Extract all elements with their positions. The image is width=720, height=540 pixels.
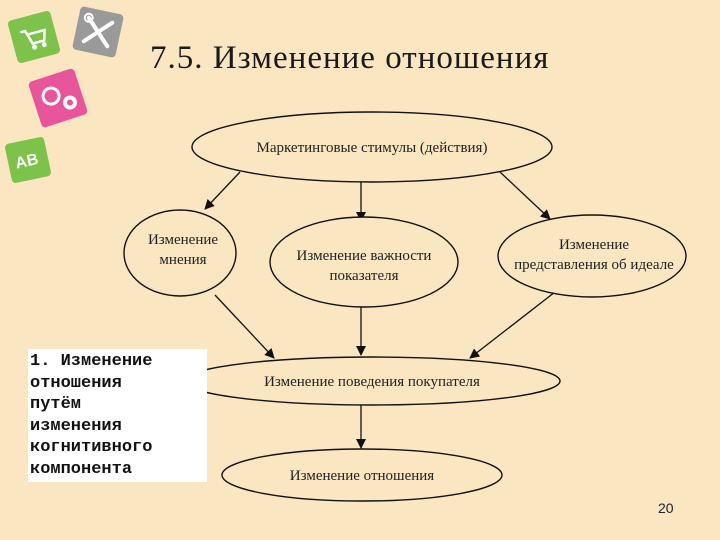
label-importance-change-2: показателя xyxy=(329,268,398,284)
decorative-tiles: AB xyxy=(5,6,124,183)
node-attitude-change xyxy=(221,448,503,502)
label-behavior-change: Изменение поведения покупателя xyxy=(264,374,480,390)
side-note-line: компонента xyxy=(30,459,133,479)
node-importance-change xyxy=(269,216,459,308)
label-ideal-change-1: Изменение xyxy=(559,237,629,253)
side-note-line: когнитивного xyxy=(30,438,153,457)
label-marketing-stimuli: Маркетинговые стимулы (действия) xyxy=(257,140,488,156)
node-marketing-stimuli xyxy=(191,111,553,183)
arrow-right-to-behavior xyxy=(469,291,556,359)
page-number: 20 xyxy=(658,500,674,516)
music-tile-icon xyxy=(28,68,88,128)
side-note: 1. Изменение отношения путём изменения к… xyxy=(28,349,207,482)
cart-tile-icon xyxy=(7,10,61,64)
side-note-line: 1. Изменение xyxy=(30,352,153,371)
label-ideal-change-2: представления об идеале xyxy=(514,257,674,273)
side-note-line: отношения xyxy=(30,373,122,393)
label-attitude-change: Изменение отношения xyxy=(290,468,434,484)
slide-title: 7.5. Изменение отношения xyxy=(150,40,550,76)
side-note-line: изменения xyxy=(30,416,122,436)
node-ideal-change xyxy=(497,214,687,298)
arrow-top-to-right xyxy=(499,171,551,220)
side-note-line: путём xyxy=(30,395,82,414)
svg-text:AB: AB xyxy=(14,151,40,172)
label-importance-change-1: Изменение важности xyxy=(297,248,432,264)
arrow-top-to-left xyxy=(204,171,241,210)
label-opinion-change-1: Изменение xyxy=(148,232,218,248)
label-opinion-change-2: мнения xyxy=(159,252,206,268)
tools-tile-icon xyxy=(72,6,124,58)
node-opinion-change xyxy=(123,209,237,297)
arrow-left-to-behavior xyxy=(214,294,275,359)
text-tile-icon: AB xyxy=(5,137,51,183)
